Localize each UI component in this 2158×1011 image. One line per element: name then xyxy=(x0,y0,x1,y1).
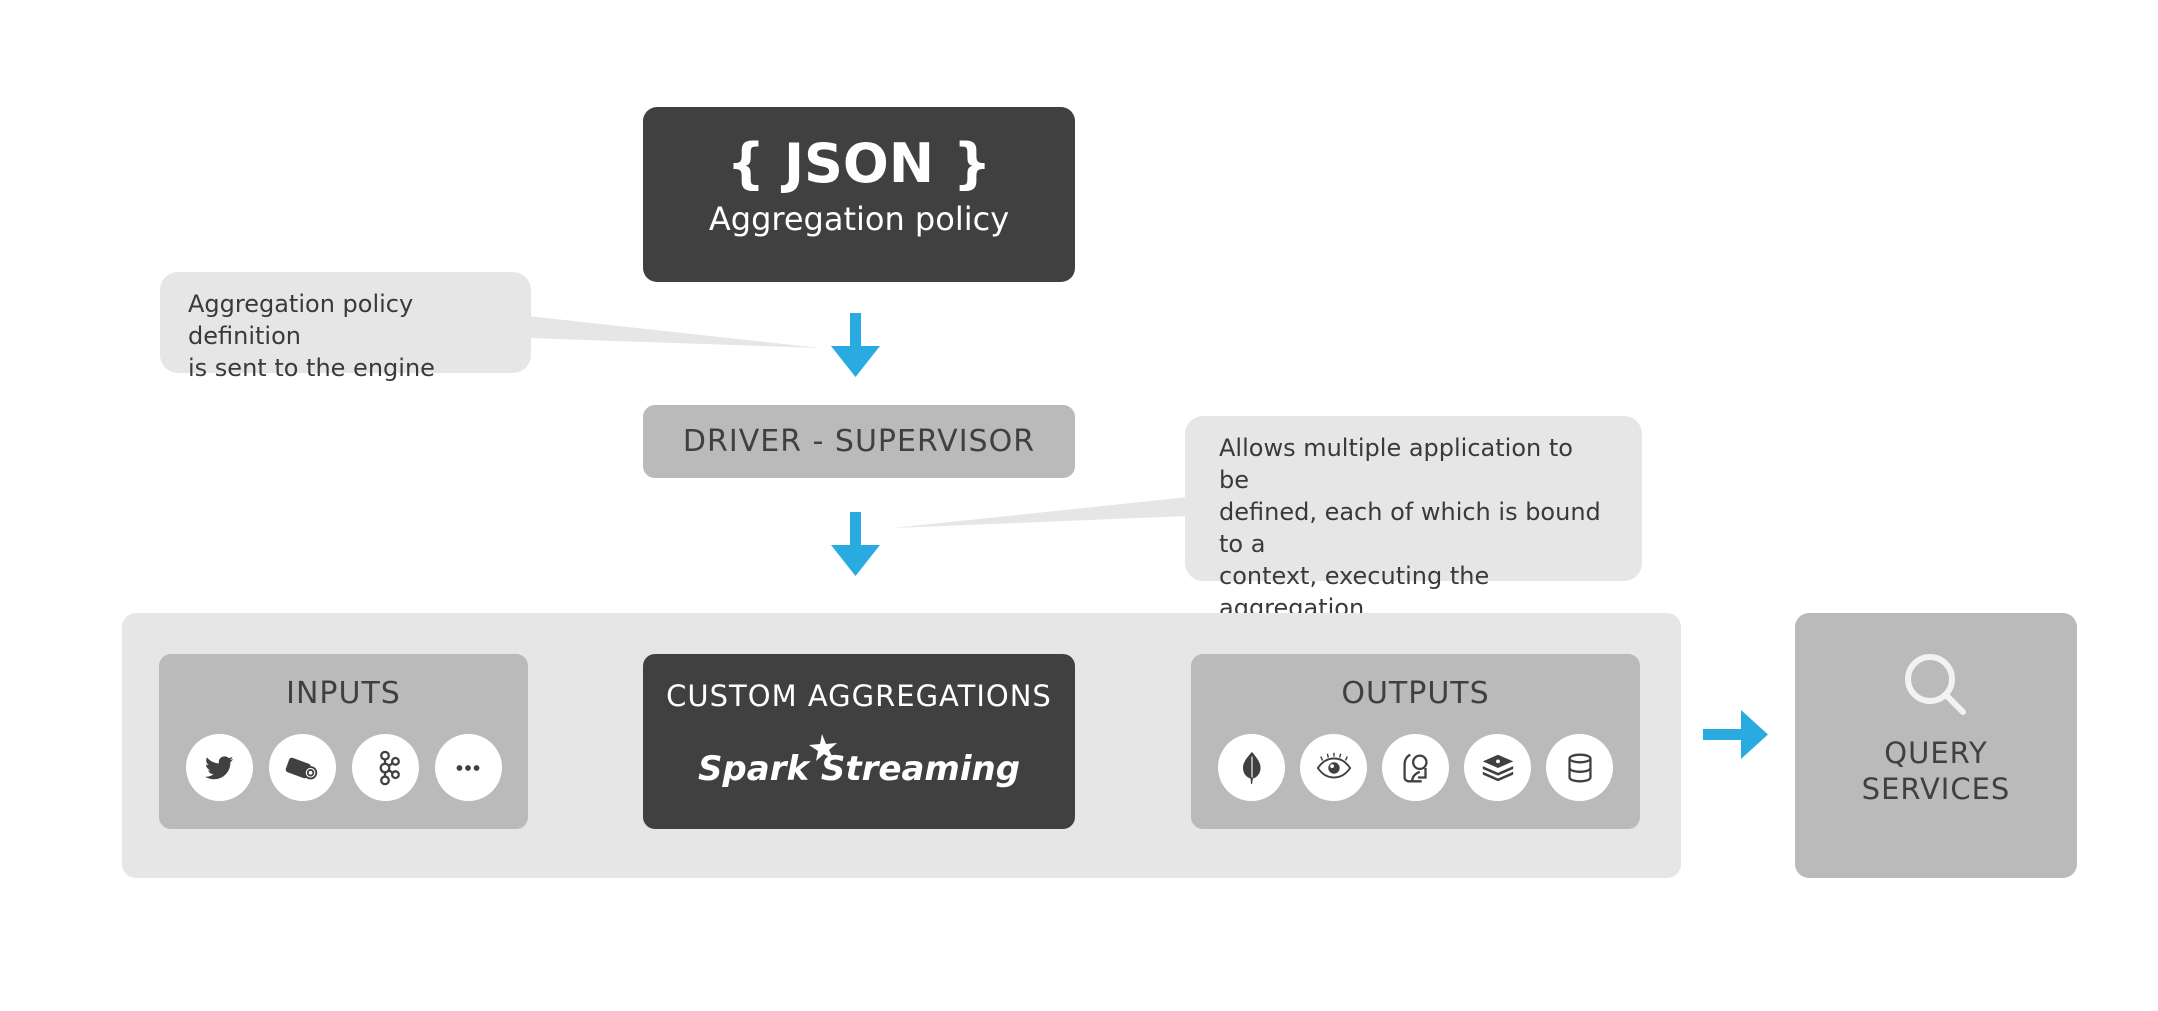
arrow-right-engine-to-query xyxy=(1703,710,1768,759)
inputs-group: INPUTS xyxy=(159,654,528,829)
inputs-title: INPUTS xyxy=(286,676,401,711)
arrow-down-json-to-driver xyxy=(831,313,880,377)
json-policy-box: { JSON } Aggregation policy xyxy=(643,107,1075,282)
json-title: { JSON } xyxy=(726,132,992,195)
spark-streaming-logo: Spark Streaming xyxy=(698,734,1020,789)
arrow-down-driver-to-engine xyxy=(831,512,880,576)
spark-star-icon xyxy=(809,734,837,761)
query-services-label-line-1: QUERY xyxy=(1884,736,1988,770)
log-icon xyxy=(268,734,336,801)
query-services-label-line-2: SERVICES xyxy=(1861,772,2011,806)
search-icon xyxy=(1905,654,1966,715)
callout-policy-sent: Aggregation policy definition is sent to… xyxy=(160,272,531,382)
callout-1-pointer xyxy=(528,316,820,348)
driver-supervisor-box: DRIVER - SUPERVISOR xyxy=(643,405,1075,478)
elasticsearch-icon xyxy=(1382,734,1449,801)
more-icon xyxy=(434,734,502,801)
kafka-icon xyxy=(351,734,419,801)
query-services-label: QUERY SERVICES xyxy=(1795,735,2077,807)
json-subtitle: Aggregation policy xyxy=(708,200,1010,238)
custom-aggregations-title: CUSTOM AGGREGATIONS xyxy=(666,679,1052,713)
callout-multiple-apps: Allows multiple application to be define… xyxy=(1185,416,1642,654)
stack-icon xyxy=(1464,734,1531,801)
callout-policy-sent-line-1: Aggregation policy definition xyxy=(188,290,414,350)
twitter-icon xyxy=(185,734,253,801)
database-icon xyxy=(1546,734,1613,801)
mongodb-icon xyxy=(1218,734,1285,801)
outputs-group: OUTPUTS xyxy=(1191,654,1640,829)
callout-2-pointer xyxy=(893,497,1188,528)
outputs-title: OUTPUTS xyxy=(1341,676,1490,711)
spark-streaming-logo-text: Spark Streaming xyxy=(698,749,1020,789)
callout-multiple-apps-line-2: defined, each of which is bound to a xyxy=(1219,498,1601,558)
callout-multiple-apps-line-1: Allows multiple application to be xyxy=(1219,434,1573,494)
cassandra-eye-icon xyxy=(1300,734,1367,801)
driver-supervisor-label: DRIVER - SUPERVISOR xyxy=(682,424,1036,459)
query-services-box: QUERY SERVICES xyxy=(1795,613,2077,878)
callout-policy-sent-line-2: is sent to the engine xyxy=(188,354,435,382)
custom-aggregations-box: CUSTOM AGGREGATIONS Spark Streaming xyxy=(643,654,1075,829)
